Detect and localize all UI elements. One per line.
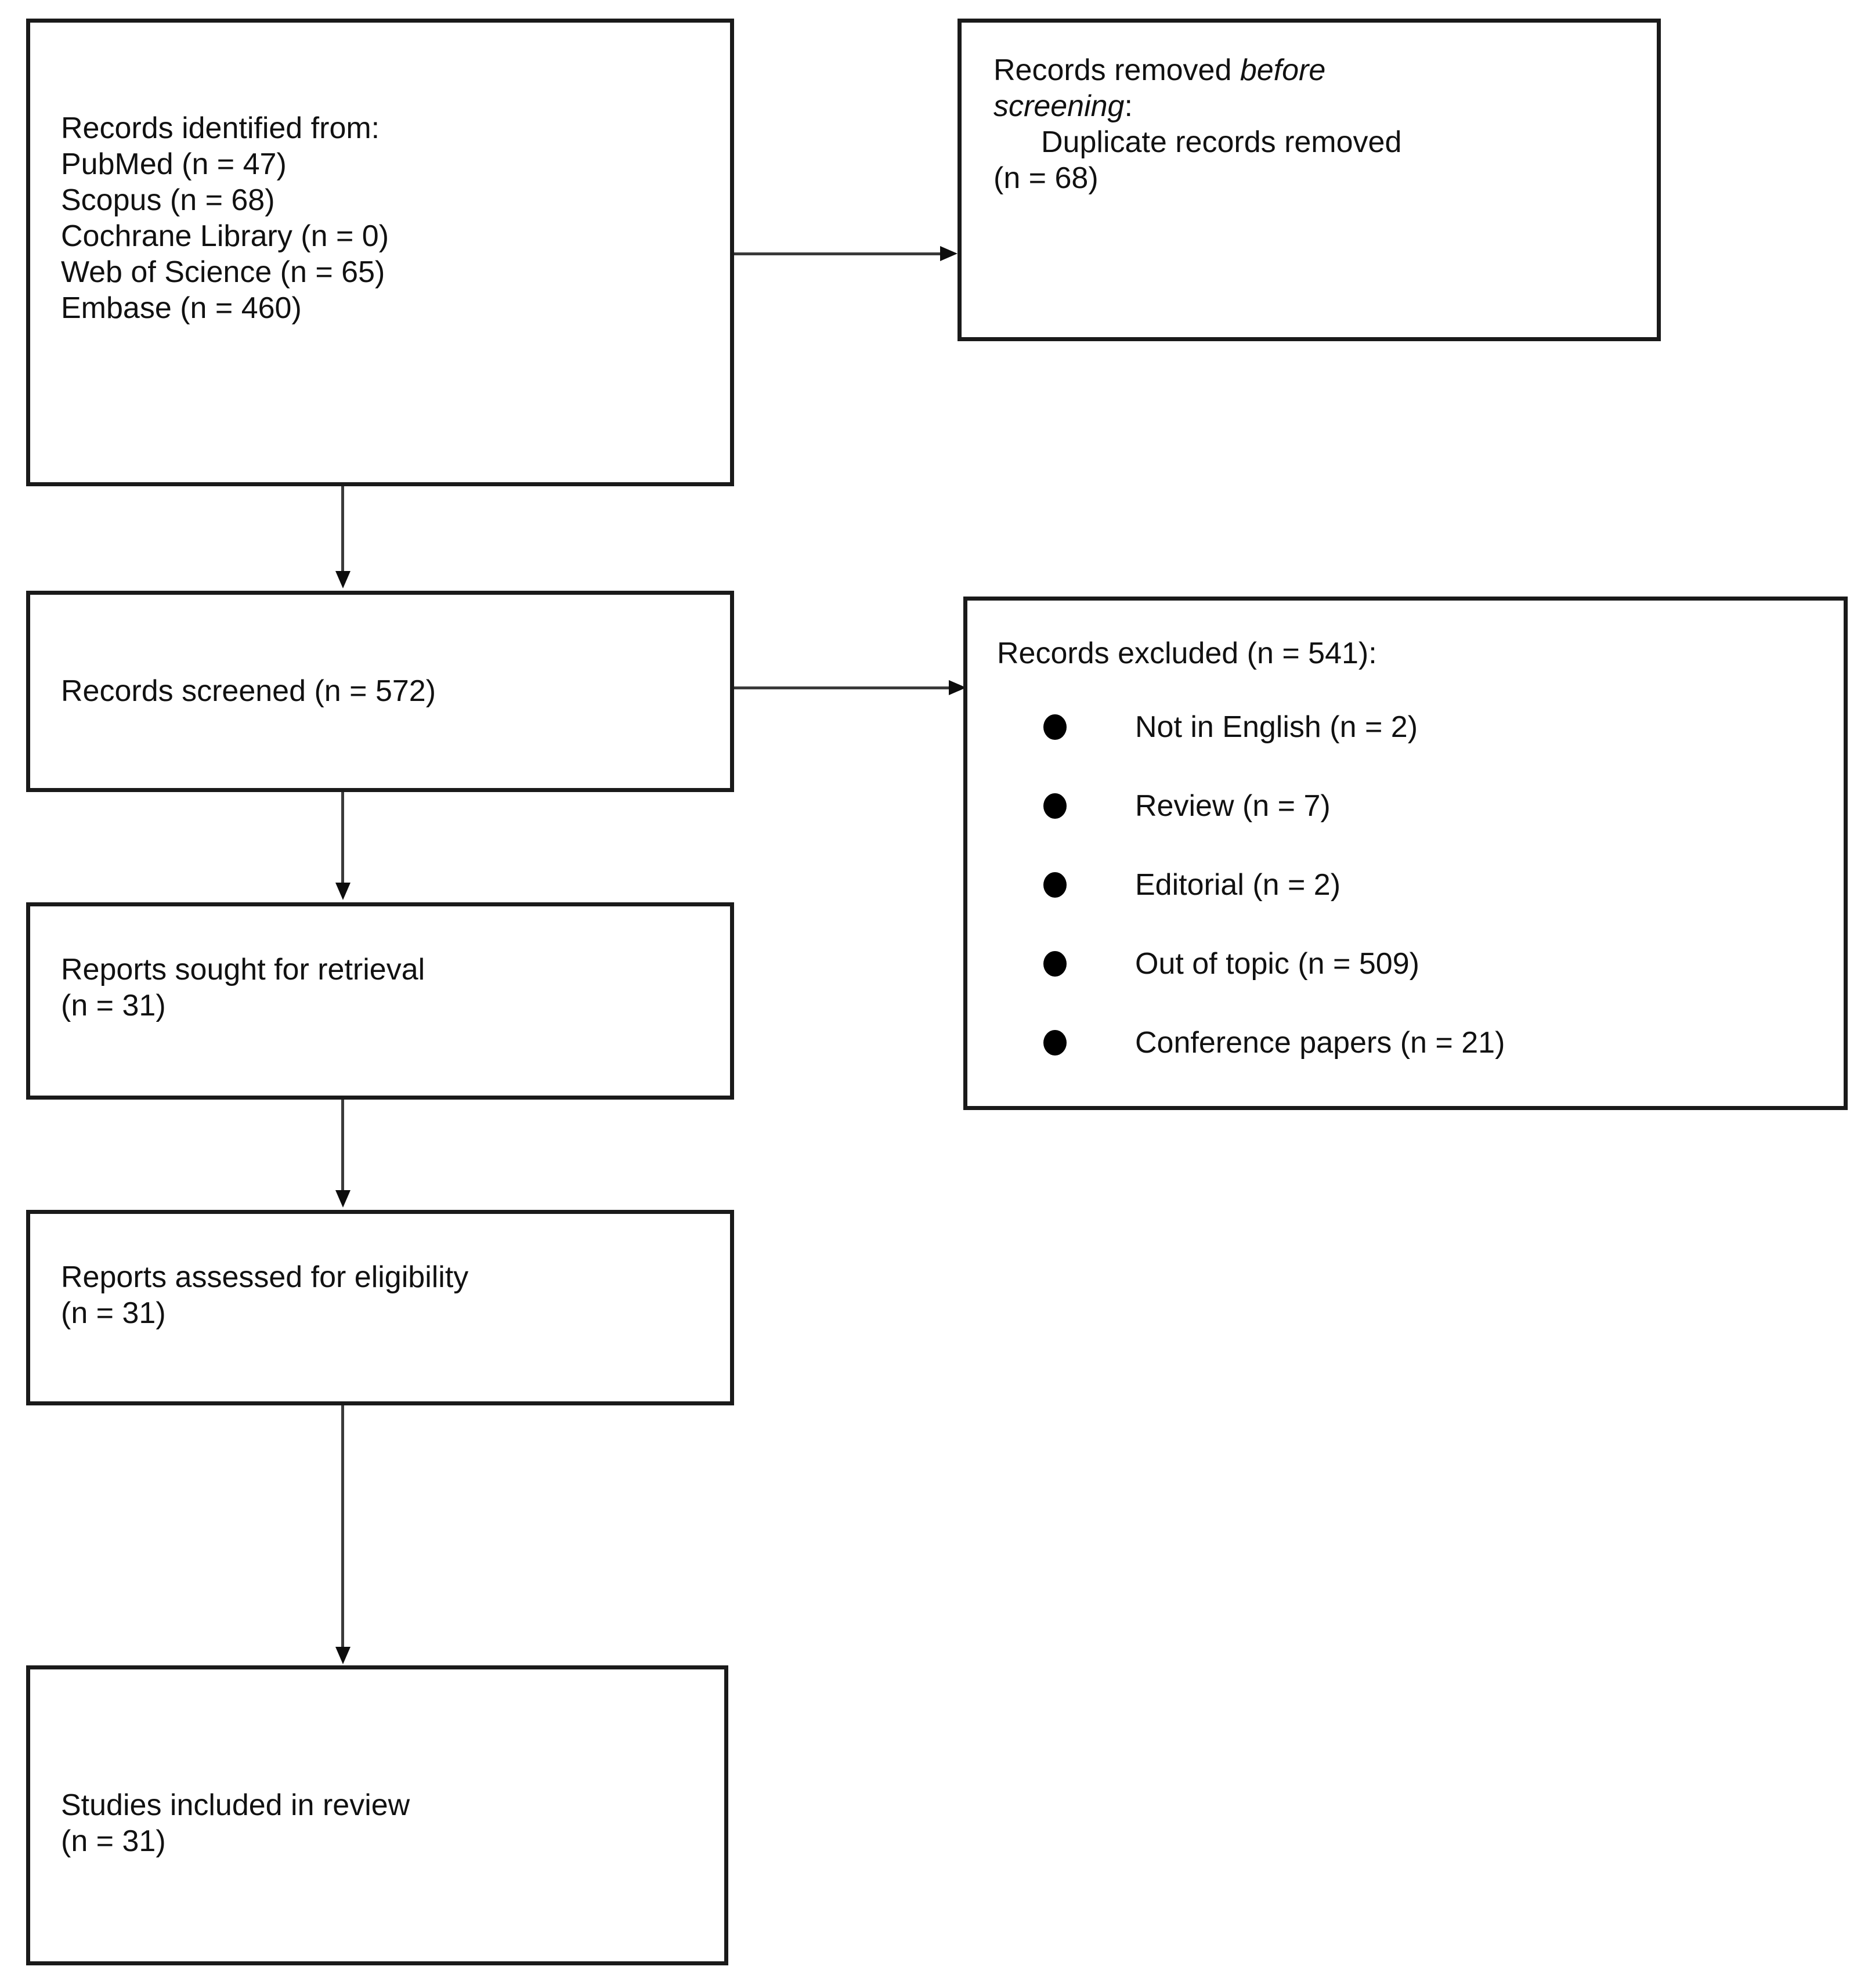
connector-sought-to-assessed xyxy=(341,1100,344,1191)
box-records-identified-text: Records identified from: PubMed (n = 47)… xyxy=(61,111,389,325)
removed-detail-line2: (n = 68) xyxy=(993,161,1099,195)
box-records-screened xyxy=(26,591,734,792)
box-studies-included xyxy=(26,1665,728,1965)
excluded-reason-label: Review (n = 7) xyxy=(1135,789,1331,823)
removed-line1-italic: before xyxy=(1240,53,1326,87)
box-records-identified xyxy=(26,19,734,486)
box-records-screened-text: Records screened (n = 572) xyxy=(61,674,436,708)
removed-line2-plain: : xyxy=(1124,89,1133,123)
excluded-reason-label: Not in English (n = 2) xyxy=(1135,710,1418,744)
box-reports-assessed xyxy=(26,1210,734,1405)
box-records-removed-text: Records removed before screening:Duplicat… xyxy=(993,52,1643,196)
connector-assessed-to-included xyxy=(341,1405,344,1648)
list-item: Editorial (n = 2) xyxy=(1043,867,1341,903)
excluded-reason-label: Out of topic (n = 509) xyxy=(1135,947,1419,981)
removed-line1-plain: Records removed xyxy=(993,53,1240,87)
records-excluded-heading: Records excluded (n = 541): xyxy=(997,637,1377,670)
removed-detail-line1: Duplicate records removed xyxy=(1041,125,1402,159)
connector-screened-to-excluded xyxy=(734,686,952,689)
box-records-removed-before-screening xyxy=(958,19,1661,341)
arrow-identified-to-removed xyxy=(940,246,958,261)
arrow-identified-to-screened xyxy=(335,571,351,588)
box-reports-sought xyxy=(26,902,734,1100)
list-item: Not in English (n = 2) xyxy=(1043,709,1418,745)
bullet-icon xyxy=(1043,951,1067,977)
list-item: Review (n = 7) xyxy=(1043,788,1331,824)
connector-identified-to-removed xyxy=(734,252,943,255)
list-item: Out of topic (n = 509) xyxy=(1043,946,1419,982)
list-item: Conference papers (n = 21) xyxy=(1043,1025,1505,1061)
box-studies-included-text: Studies included in review (n = 31) xyxy=(61,1788,410,1858)
bullet-icon xyxy=(1043,872,1067,898)
arrow-screened-to-sought xyxy=(335,883,351,900)
bullet-icon xyxy=(1043,714,1067,740)
connector-screened-to-sought xyxy=(341,792,344,884)
arrow-sought-to-assessed xyxy=(335,1190,351,1208)
excluded-reason-label: Editorial (n = 2) xyxy=(1135,868,1341,902)
excluded-reason-label: Conference papers (n = 21) xyxy=(1135,1026,1505,1060)
bullet-icon xyxy=(1043,793,1067,819)
bullet-icon xyxy=(1043,1030,1067,1056)
arrow-assessed-to-included xyxy=(335,1647,351,1664)
box-records-excluded xyxy=(963,597,1848,1110)
box-reports-sought-text: Reports sought for retrieval (n = 31) xyxy=(61,953,425,1022)
box-reports-assessed-text: Reports assessed for eligibility (n = 31… xyxy=(61,1260,469,1330)
removed-line2-italic: screening xyxy=(993,89,1125,123)
connector-identified-to-screened xyxy=(341,486,344,572)
